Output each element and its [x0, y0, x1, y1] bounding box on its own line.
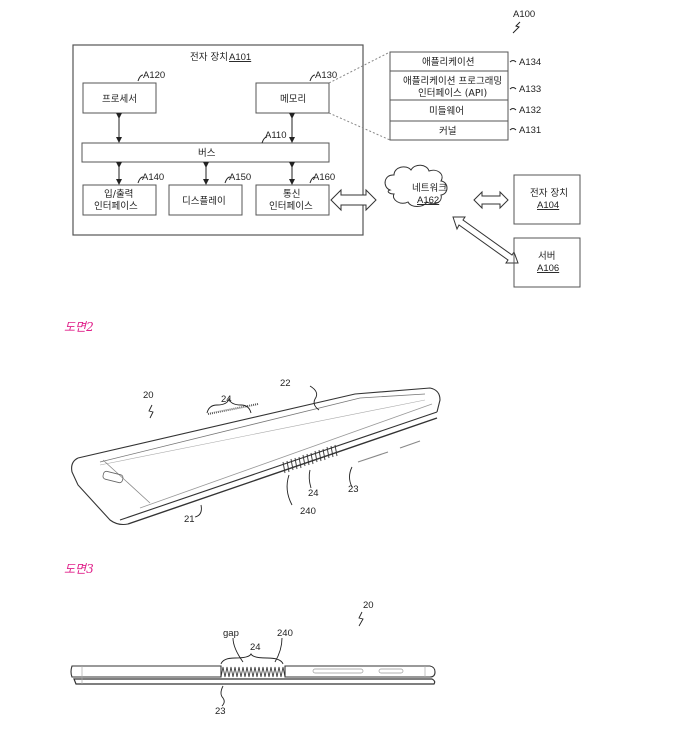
external-device-ref: A104: [537, 200, 559, 211]
io-interface-label-1: 입/출력: [104, 188, 133, 200]
software-stack: [389, 51, 509, 141]
stack-api-label-2: 인터페이스 (API): [418, 88, 487, 99]
display-box: [168, 184, 243, 216]
comm-interface-label-1: 통신: [283, 189, 300, 200]
server-label: 서버: [538, 251, 555, 262]
comm-interface-ref: A160: [313, 172, 335, 183]
external-device-box: [513, 174, 581, 225]
network-label: 네트워크: [412, 183, 447, 194]
device-title: 전자 장치: [190, 51, 228, 63]
network-server-arrow: [452, 216, 519, 264]
home-button: [102, 470, 124, 484]
side-button: [357, 451, 389, 463]
server-ref: A106: [537, 263, 559, 274]
fig3-ref-slits: 240: [277, 628, 293, 639]
fig2-ref-hinge: 24: [308, 488, 319, 499]
fig2-ref-slits: 240: [300, 506, 316, 517]
figure3-title: 도면3: [64, 562, 94, 576]
external-device-label: 전자 장치: [530, 187, 568, 199]
fig3-ref-hinge: 24: [250, 642, 261, 653]
comm-interface-box: [255, 184, 330, 216]
display-label: 디스플레이: [182, 196, 226, 207]
fig3-ref-device: 20: [363, 600, 374, 611]
electronic-device-box: [72, 44, 364, 236]
bus-ref: A110: [265, 130, 286, 141]
device-bottom-edge-inner: [119, 411, 438, 521]
server-box: [513, 237, 581, 288]
stack-kernel-ref: A131: [519, 125, 541, 136]
device-ref: A101: [229, 52, 251, 63]
figure2-title: 도면2: [64, 320, 94, 334]
fig2-ref-frame: 23: [348, 484, 359, 495]
comm-interface-label-2: 인터페이스: [269, 201, 313, 212]
memory-ref: A130: [315, 70, 337, 81]
network-ref: A162: [417, 195, 439, 206]
io-interface-ref: A140: [142, 172, 164, 183]
io-interface-label-2: 인터페이스: [94, 201, 138, 212]
stack-middleware-ref: A132: [519, 105, 541, 116]
comm-network-arrow: [330, 188, 377, 212]
memory-detail-line-top: [328, 51, 391, 84]
side-button: [312, 668, 364, 674]
figure1-block-diagram: A100 전자 장치 A101 프로세서 A120 메모리 A130 버스 A1…: [72, 9, 581, 288]
hinge-slits: [282, 444, 338, 474]
system-ref-label: A100: [513, 9, 535, 20]
processor-ref: A120: [143, 70, 165, 81]
stack-kernel-label: 커널: [439, 126, 456, 137]
display-ref: A150: [229, 172, 251, 183]
fig3-ref-frame: 23: [215, 706, 226, 717]
device-base-frame: [73, 678, 436, 685]
stack-application-ref: A134: [519, 57, 541, 68]
device-bottom-edge: [127, 417, 438, 525]
io-interface-box: [82, 184, 157, 216]
stack-api-label-1: 애플리케이션 프로그래밍: [403, 76, 502, 87]
bus-label: 버스: [198, 148, 216, 159]
side-button-2: [399, 440, 421, 449]
fig2-ref-front: 21: [184, 514, 195, 525]
stack-api-ref: A133: [519, 84, 541, 95]
device-left-segment: [70, 665, 222, 678]
network-cloud: [384, 164, 448, 207]
device-left-corner: [71, 457, 129, 526]
network-device-arrow: [473, 190, 509, 210]
stack-middleware-label: 미들웨어: [429, 105, 464, 117]
memory-detail-line-bottom: [328, 112, 391, 141]
fig3-ref-gap: gap: [223, 628, 239, 639]
device-top-edge: [77, 387, 441, 459]
fig2-ref-hinge-top: 24: [221, 394, 232, 405]
stack-application-label: 애플리케이션: [422, 57, 474, 68]
processor-label: 프로세서: [102, 94, 137, 105]
fig2-ref-screen: 22: [280, 378, 291, 389]
fig2-ref-device: 20: [143, 390, 154, 401]
side-button-2: [378, 668, 404, 674]
hinge-zigzag: [220, 666, 286, 678]
memory-label: 메모리: [280, 94, 306, 105]
system-ref-arrow: [512, 21, 521, 34]
device-right-segment: [284, 665, 436, 678]
